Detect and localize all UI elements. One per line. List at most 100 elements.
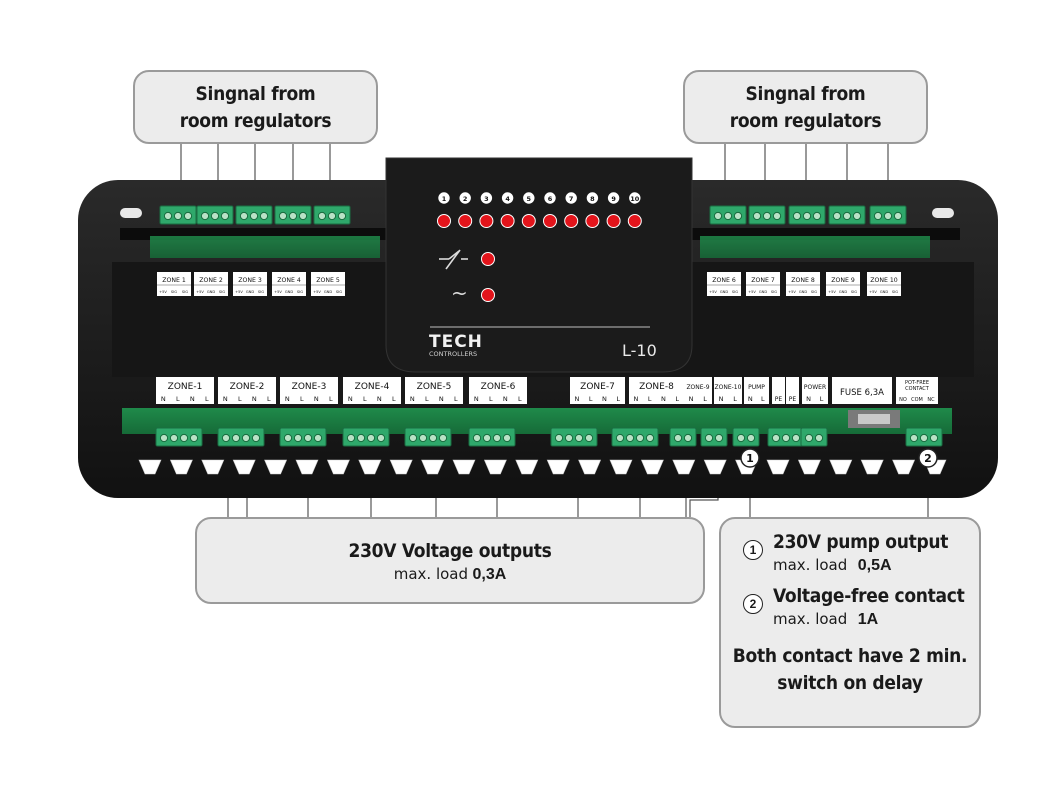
terminal-marker-1	[740, 448, 760, 468]
led-number-badge	[523, 192, 535, 204]
cable-clip	[640, 459, 664, 475]
cable-clip	[703, 459, 727, 475]
upper-zone-label: ZONE 10	[870, 277, 898, 284]
lower-zone-2-pin: L	[267, 395, 271, 403]
lower-zone-2-terminal-screw	[251, 433, 261, 443]
upper-terminal-3-screw	[239, 211, 249, 221]
block-power-terminal-screw	[814, 433, 824, 443]
pump-output-item: 1 230V pump output max. load 0,5A	[743, 529, 979, 575]
lower-zone-4-terminal-screw	[346, 433, 356, 443]
block-zone-10-label-box	[714, 377, 742, 404]
lower-zone-6-pin: L	[518, 395, 522, 403]
lower-zone-1-terminal-screw	[189, 433, 199, 443]
lower-zone-5-pin: L	[454, 395, 458, 403]
potfree-terminal-screw	[929, 433, 939, 443]
led-number: 10	[630, 195, 640, 203]
fuse-label-box	[832, 377, 892, 404]
cable-clip	[672, 459, 696, 475]
lower-zone-5-terminal-screw	[408, 433, 418, 443]
lower-zone-2-terminal-screw	[231, 433, 241, 443]
cable-clip	[578, 459, 602, 475]
pe-label-box	[772, 377, 785, 404]
cable-clip	[515, 459, 539, 475]
led-2-indicator	[458, 214, 473, 228]
block-pump-terminal-screw	[746, 433, 756, 443]
block-pump-pin: N	[748, 395, 753, 403]
voltage-load-value: 0,3A	[472, 566, 507, 583]
upper-terminal-1-screw	[173, 211, 183, 221]
cable-clip	[326, 459, 350, 475]
lower-zone-5-terminal-screw	[418, 433, 428, 443]
lower-zone-7-terminal	[550, 427, 598, 447]
led-10-indicator	[627, 214, 642, 228]
lower-zone-5-pin: L	[425, 395, 429, 403]
lower-zone-6-terminal-screw	[472, 433, 482, 443]
lower-zone-7-terminal-screw	[554, 433, 564, 443]
cable-clip	[201, 459, 225, 475]
lower-zone-3-terminal-screw	[313, 433, 323, 443]
upper-zone-pin: GND	[759, 290, 767, 294]
upper-zone-pin: SIG	[219, 290, 225, 294]
block-power-terminal-screw	[804, 433, 814, 443]
cable-clip	[169, 459, 193, 475]
brand-subtitle: CONTROLLERS	[429, 350, 477, 358]
upper-zone-pin: +5V	[274, 290, 282, 294]
upper-terminal-5-screw	[337, 211, 347, 221]
upper-zone-pin: SIG	[171, 290, 177, 294]
lower-zone-1-pin: N	[190, 395, 195, 403]
voltage-outputs-callout: 230V Voltage outputs max. load 0,3A	[195, 517, 705, 604]
cable-clip	[892, 459, 916, 475]
led-7-indicator	[564, 214, 579, 228]
lower-zone-1-terminal-screw	[159, 433, 169, 443]
upper-zone-pin: SIG	[892, 290, 898, 294]
block-pump-label-box	[744, 377, 769, 404]
lower-zone-3-pin: N	[285, 395, 290, 403]
lower-zone-8-terminal-screw	[625, 433, 635, 443]
lower-zone-5-pin: N	[439, 395, 444, 403]
led-number-badge	[629, 192, 641, 204]
upper-zone-label-box	[233, 272, 267, 296]
upper-terminal-5-screw	[317, 211, 327, 221]
cable-clip	[546, 459, 570, 475]
upper-zone-label-box	[194, 272, 228, 296]
lower-zone-7-pin: N	[574, 395, 579, 403]
block-pump-label: PUMP	[748, 384, 765, 391]
cable-clip	[138, 459, 162, 475]
led-number: 4	[505, 195, 510, 203]
voltage-free-load-label: max. load	[773, 610, 848, 628]
led-number-badge	[480, 192, 493, 204]
voltage-outputs-load: max. load 0,3A	[197, 565, 703, 584]
lower-zone-6-terminal-screw	[502, 433, 512, 443]
led-number: 5	[527, 195, 532, 203]
cable-clip	[358, 459, 382, 475]
upper-terminal-1-screw	[183, 211, 193, 221]
upper-zone-pin: SIG	[297, 290, 303, 294]
lower-zone-8-terminal-screw	[615, 433, 625, 443]
lower-zone-8-label-box	[629, 377, 684, 404]
led-1-indicator	[437, 214, 451, 228]
block-power-label-box	[802, 377, 828, 404]
potfree-label-2: CONTACT	[905, 386, 930, 392]
lower-zone-5-pin: N	[410, 395, 415, 403]
lower-zone-1-label-box	[156, 377, 214, 404]
upper-terminal-6-screw	[713, 211, 723, 221]
lower-zone-2-label-box	[218, 377, 276, 404]
upper-zone-pin: +5V	[196, 290, 204, 294]
lower-zone-4-terminal-screw	[356, 433, 366, 443]
led-number: 7	[569, 195, 574, 203]
lower-zone-1-terminal	[155, 427, 203, 447]
lower-zone-3-pin: L	[329, 395, 333, 403]
upper-zone-label: ZONE 1	[162, 277, 186, 284]
power-led	[481, 288, 495, 302]
lower-zone-8-terminal-screw	[645, 433, 655, 443]
upper-zone-label: ZONE 5	[316, 277, 340, 284]
block-zone-9-terminal-screw	[673, 433, 683, 443]
upper-zone-pin: +5V	[748, 290, 756, 294]
led-number-badge	[459, 192, 471, 204]
upper-zone-pin: SIG	[771, 290, 777, 294]
led-5-indicator	[521, 214, 536, 228]
upper-zone-label: ZONE 4	[277, 277, 301, 284]
